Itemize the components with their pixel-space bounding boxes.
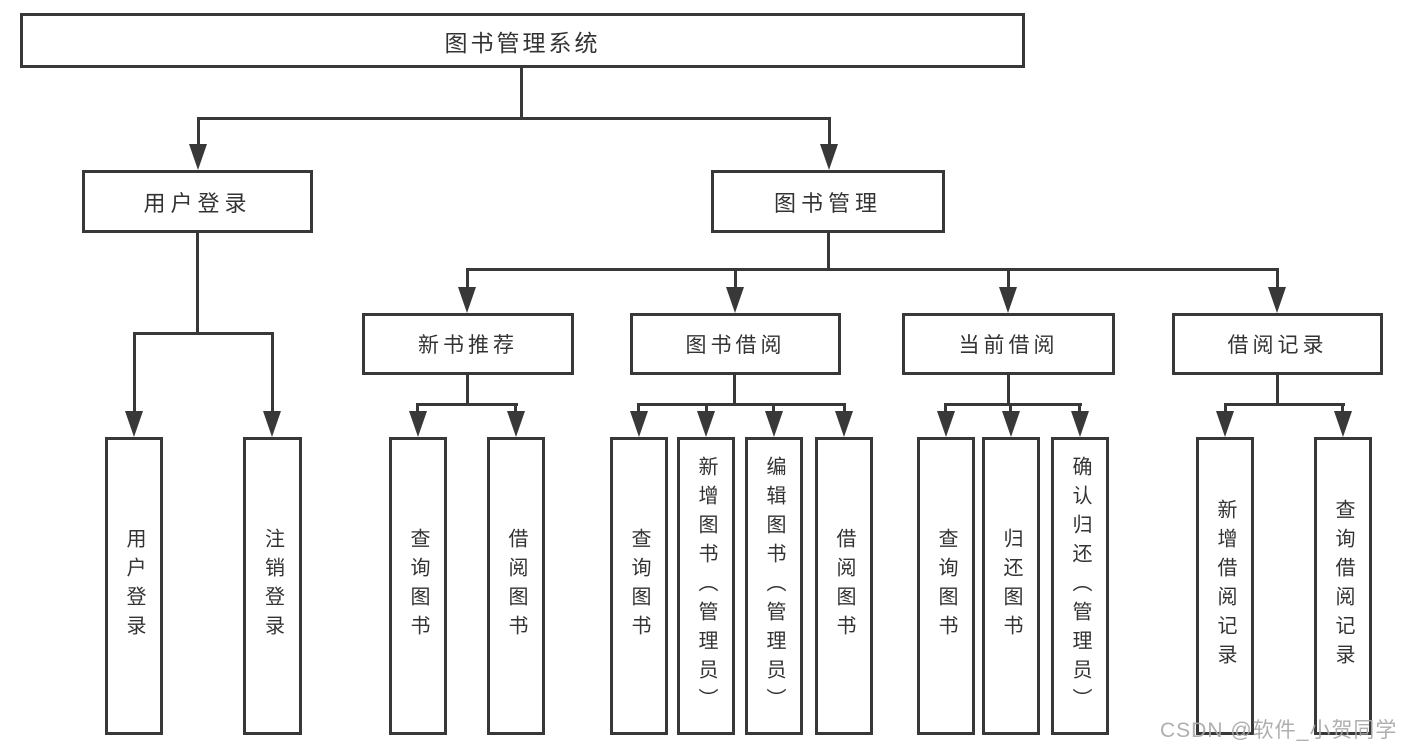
node-label: 注销登录 xyxy=(261,528,284,644)
node-label: 查询借阅记录 xyxy=(1332,499,1354,673)
arrowhead-down xyxy=(630,411,648,437)
connector-bar xyxy=(416,403,518,406)
arrowhead-down xyxy=(835,411,853,437)
connector-arm xyxy=(197,118,200,148)
leaf-add-book-admin: 新增图书（管理员） xyxy=(677,437,735,735)
connector-bar xyxy=(637,403,846,406)
node-label: 当前借阅 xyxy=(958,334,1059,357)
arrowhead-down xyxy=(999,287,1017,313)
node-label: 借阅图书 xyxy=(505,528,527,644)
connector-bar xyxy=(197,117,831,120)
node-book-borrowing: 图书借阅 xyxy=(630,313,841,375)
arrowhead-down xyxy=(1334,411,1352,437)
connector-stem xyxy=(520,68,523,118)
connector-arm xyxy=(944,405,947,415)
node-new-book-recommend: 新书推荐 xyxy=(362,313,574,375)
node-label: 用户登录 xyxy=(123,528,145,644)
leaf-query-books: 查询图书 xyxy=(389,437,447,735)
connector-bar xyxy=(466,268,1279,271)
connector-stem xyxy=(1007,375,1010,405)
connector-bar xyxy=(944,403,1082,406)
connector-arm xyxy=(416,405,419,415)
connector-arm xyxy=(1276,270,1279,292)
connector-arm xyxy=(1224,405,1227,415)
arrowhead-down xyxy=(697,411,715,437)
connector-arm xyxy=(772,405,775,415)
arrowhead-down xyxy=(726,287,744,313)
connector-arm xyxy=(271,333,274,415)
connector-arm xyxy=(637,405,640,415)
connector-arm xyxy=(734,270,737,292)
node-label: 查询图书 xyxy=(935,528,957,644)
arrowhead-down xyxy=(189,144,207,170)
node-label: 查询图书 xyxy=(628,528,650,644)
arrowhead-down xyxy=(937,411,955,437)
connector-arm xyxy=(1007,270,1010,292)
connector-arm xyxy=(1341,405,1344,415)
node-label: 编辑图书（管理员） xyxy=(763,455,785,717)
arrowhead-down xyxy=(765,411,783,437)
connector-stem xyxy=(1276,375,1279,405)
connector-stem xyxy=(733,375,736,405)
watermark: CSDN @软件_小贺同学 xyxy=(1160,719,1398,742)
leaf-logout: 注销登录 xyxy=(243,437,302,735)
leaf-query-borrow-record: 查询借阅记录 xyxy=(1314,437,1372,735)
connector-stem xyxy=(196,233,199,333)
arrowhead-down xyxy=(1071,411,1089,437)
node-label: 确认归还（管理员） xyxy=(1069,455,1091,717)
node-label: 图书管理 xyxy=(773,190,882,216)
node-current-borrowing: 当前借阅 xyxy=(902,313,1115,375)
connector-stem xyxy=(466,375,469,405)
connector-stem xyxy=(827,233,830,270)
leaf-edit-book-admin: 编辑图书（管理员） xyxy=(745,437,803,735)
node-user-login: 用户登录 xyxy=(82,170,313,233)
arrowhead-down xyxy=(263,411,281,437)
leaf-borrow-books: 借阅图书 xyxy=(487,437,545,735)
connector-arm xyxy=(514,405,517,415)
node-label: 借阅记录 xyxy=(1227,334,1328,357)
leaf-return-books: 归还图书 xyxy=(982,437,1040,735)
arrowhead-down xyxy=(507,411,525,437)
arrowhead-down xyxy=(1002,411,1020,437)
leaf-query-books: 查询图书 xyxy=(917,437,975,735)
node-label: 用户登录 xyxy=(143,190,252,216)
node-label: 新书推荐 xyxy=(418,334,518,357)
connector-arm xyxy=(1078,405,1081,415)
arrowhead-down xyxy=(820,144,838,170)
arrowhead-down xyxy=(1268,287,1286,313)
node-library-system: 图书管理系统 xyxy=(20,13,1025,68)
leaf-add-borrow-record: 新增借阅记录 xyxy=(1196,437,1254,735)
connector-bar xyxy=(1224,403,1345,406)
leaf-query-books: 查询图书 xyxy=(610,437,668,735)
leaf-borrow-books: 借阅图书 xyxy=(815,437,873,735)
connector-bar xyxy=(133,332,274,335)
node-label: 新增借阅记录 xyxy=(1214,499,1236,673)
arrowhead-down xyxy=(1216,411,1234,437)
node-label: 图书借阅 xyxy=(685,334,786,357)
node-label: 查询图书 xyxy=(407,528,429,644)
connector-arm xyxy=(828,118,831,148)
leaf-user-login: 用户登录 xyxy=(105,437,163,735)
connector-arm xyxy=(466,270,469,292)
connector-arm xyxy=(1009,405,1012,415)
node-book-management: 图书管理 xyxy=(711,170,945,233)
node-borrowing-records: 借阅记录 xyxy=(1172,313,1383,375)
leaf-confirm-return-admin: 确认归还（管理员） xyxy=(1051,437,1109,735)
connector-arm xyxy=(843,405,846,415)
arrowhead-down xyxy=(125,411,143,437)
node-label: 借阅图书 xyxy=(833,528,855,644)
node-label: 新增图书（管理员） xyxy=(695,455,717,717)
connector-arm xyxy=(705,405,708,415)
arrowhead-down xyxy=(409,411,427,437)
connector-arm xyxy=(133,333,136,415)
node-label: 归还图书 xyxy=(1000,528,1022,644)
arrowhead-down xyxy=(458,287,476,313)
node-label: 图书管理系统 xyxy=(444,29,601,56)
